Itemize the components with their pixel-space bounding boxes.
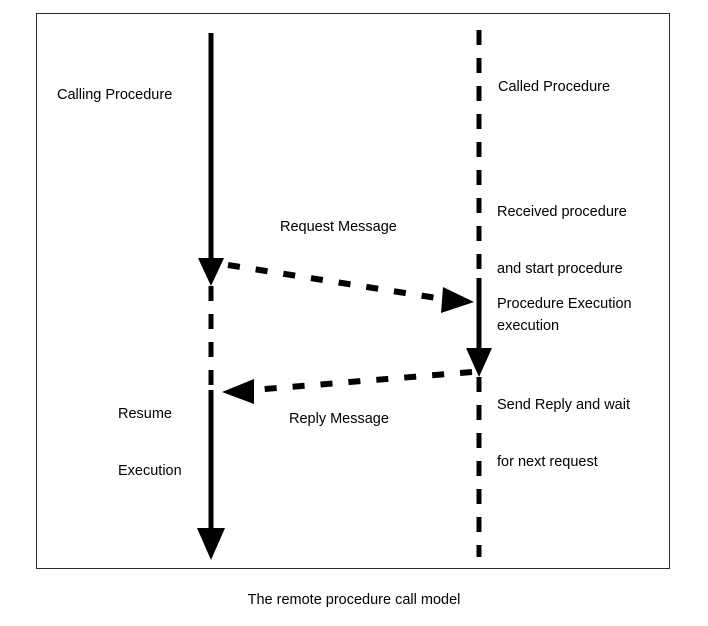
callee-received-note-line-3: execution: [497, 318, 560, 334]
reply-message-label: Reply Message: [289, 411, 389, 427]
caller-resume-execution-note: Resume Execution: [118, 367, 182, 519]
callee-lifeline-label: Called Procedure: [498, 79, 611, 95]
callee-send-reply-note-line-2: for next request: [497, 454, 598, 470]
caller-lifeline-label: Calling Procedure: [57, 87, 173, 103]
callee-received-note: Received procedure and start procedure e…: [497, 165, 627, 374]
callee-received-note-line-1: Received procedure: [497, 204, 627, 220]
request-message-label: Request Message: [280, 219, 397, 235]
caller-resume-execution-note-line-2: Execution: [118, 463, 182, 479]
callee-send-reply-note-line-1: Send Reply and wait: [497, 397, 630, 413]
callee-received-note-line-2: and start procedure: [497, 261, 623, 277]
figure-caption: The remote procedure call model: [247, 592, 461, 608]
callee-procedure-execution-note: Procedure Execution: [497, 296, 632, 312]
callee-send-reply-note: Send Reply and wait for next request: [497, 358, 630, 510]
caller-resume-execution-note-line-1: Resume: [118, 406, 172, 422]
